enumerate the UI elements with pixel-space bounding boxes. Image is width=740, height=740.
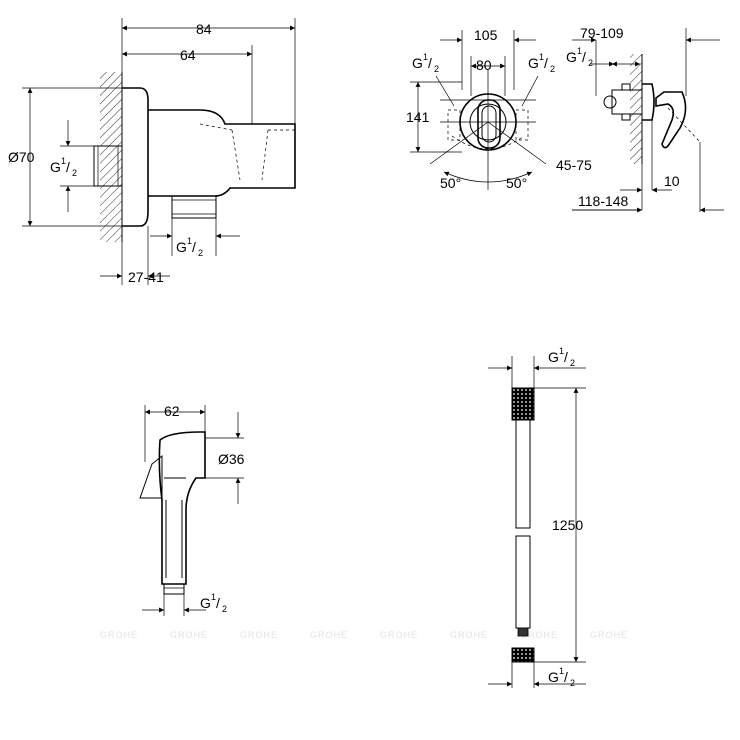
dim-mixer-spacing: 80 [476, 57, 492, 73]
hose-bottom-nut [511, 647, 535, 663]
thread-label-outlet: G 1 / 2 [176, 236, 203, 258]
watermark-text: GROHE [450, 630, 488, 640]
svg-text:G: G [528, 55, 539, 71]
svg-text:1: 1 [61, 156, 66, 166]
dim-total-depth: 118-148 [578, 193, 629, 209]
angle-left: 50° [440, 175, 461, 191]
watermark-text: GROHE [590, 630, 628, 640]
thread-label-side: G 1 / 2 [566, 46, 593, 68]
dim-mixer-width: 105 [474, 27, 498, 43]
svg-text:2: 2 [222, 604, 227, 614]
dim-hose-length: 1250 [552, 517, 583, 533]
hand-shower-body [158, 431, 206, 585]
watermark-text: GROHE [170, 630, 208, 640]
svg-text:1: 1 [423, 52, 428, 62]
svg-text:G: G [548, 669, 559, 685]
watermark-row: GROHE GROHE GROHE GROHE GROHE GROHE GROH… [100, 630, 628, 640]
svg-text:/: / [564, 669, 568, 685]
svg-text:2: 2 [588, 58, 593, 68]
thread-label-hose-bottom: G 1 / 2 [548, 666, 575, 688]
watermark-text: GROHE [520, 630, 558, 640]
side-lever [655, 91, 687, 149]
thread-label-left: G 1 / 2 [412, 52, 439, 74]
outlet-thread [171, 195, 217, 219]
dim-depth: 27-41 [128, 269, 164, 285]
wall-outlet-drawing: 84 64 Ø70 G 1 / 2 G 1 / 2 27-41 [8, 18, 296, 285]
wall-plate [122, 87, 149, 227]
wall-hatch [100, 72, 122, 242]
dim-angle-range: 45-75 [556, 157, 592, 173]
svg-text:G: G [50, 159, 61, 175]
svg-text:1: 1 [559, 346, 564, 356]
svg-text:/: / [564, 349, 568, 365]
svg-text:G: G [566, 49, 577, 65]
hose-top-nut [511, 387, 535, 421]
dim-side-depth: 79-109 [580, 25, 624, 41]
dim-offset: 10 [664, 173, 680, 189]
dim-total-width: 84 [196, 21, 212, 37]
thread-label-hose-top: G 1 / 2 [548, 346, 575, 368]
hand-shower-thread [163, 583, 185, 595]
hand-shower-trigger [139, 454, 163, 499]
svg-text:G: G [176, 239, 187, 255]
svg-text:/: / [428, 55, 432, 71]
dim-diameter: Ø70 [8, 149, 35, 165]
svg-text:G: G [200, 595, 211, 611]
svg-text:1: 1 [539, 52, 544, 62]
svg-text:1: 1 [559, 666, 564, 676]
watermark-text: GROHE [240, 630, 278, 640]
hose-lower-section [515, 535, 531, 629]
thread-label-right: G 1 / 2 [528, 52, 555, 74]
svg-text:1: 1 [577, 46, 582, 56]
dim-mixer-height: 141 [406, 109, 430, 125]
svg-text:G: G [412, 55, 423, 71]
outlet-body [148, 109, 296, 197]
svg-text:/: / [192, 239, 196, 255]
mixer-side-drawing: 79-109 G 1 / 2 45-75 10 118-148 [556, 25, 724, 213]
svg-text:G: G [548, 349, 559, 365]
svg-text:2: 2 [72, 168, 77, 178]
wall-hatch-side [630, 54, 642, 164]
dim-shower-length: 62 [164, 403, 180, 419]
dim-outlet-width: 64 [180, 47, 196, 63]
hand-shower-drawing: 62 Ø36 G 1 / 2 [139, 403, 245, 616]
angle-right: 50° [506, 175, 527, 191]
svg-text:/: / [582, 49, 586, 65]
thread-label-inlet: G 1 / 2 [50, 156, 77, 178]
svg-text:/: / [544, 55, 548, 71]
dim-shower-diameter: Ø36 [218, 451, 245, 467]
svg-text:2: 2 [570, 358, 575, 368]
mixer-front-drawing: 105 80 141 G 1 / 2 G 1 / 2 50° 50° [406, 27, 555, 191]
mixer-lever [477, 99, 501, 149]
inlet-thread [93, 145, 123, 187]
svg-text:1: 1 [187, 236, 192, 246]
svg-text:2: 2 [550, 64, 555, 74]
watermark-text: GROHE [380, 630, 418, 640]
svg-text:2: 2 [570, 678, 575, 688]
side-escutcheon [642, 83, 655, 121]
svg-text:/: / [216, 595, 220, 611]
valve-inlet [603, 95, 617, 109]
svg-text:2: 2 [434, 64, 439, 74]
thread-label-shower: G 1 / 2 [200, 592, 227, 614]
svg-text:2: 2 [198, 248, 203, 258]
hose-upper-section [515, 419, 531, 529]
hose-cone [517, 627, 529, 637]
svg-text:1: 1 [211, 592, 216, 602]
hose-drawing: G 1 / 2 1250 G 1 / 2 [488, 346, 586, 688]
watermark-text: GROHE [100, 630, 138, 640]
watermark-text: GROHE [310, 630, 348, 640]
svg-text:/: / [66, 159, 70, 175]
